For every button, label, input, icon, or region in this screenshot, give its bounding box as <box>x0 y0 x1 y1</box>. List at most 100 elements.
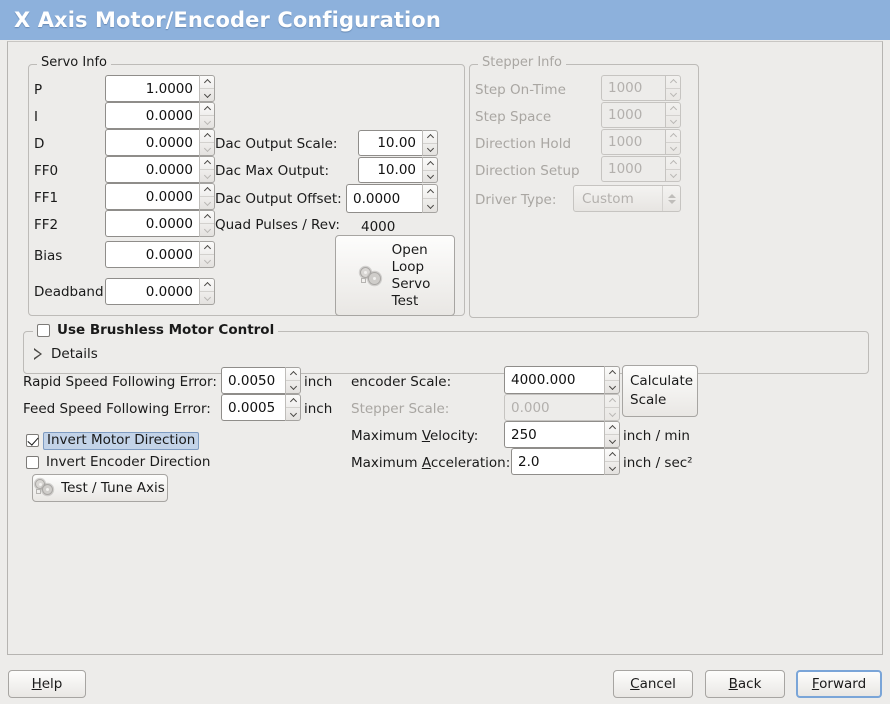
back-button[interactable]: Back <box>705 670 785 698</box>
dac-output-offset-input[interactable]: 0.0000 <box>346 184 422 213</box>
dac-output-scale-spin-buttons[interactable] <box>422 130 438 156</box>
servo-ff1-spin-up[interactable] <box>200 184 214 197</box>
dac-output-offset-spin-down[interactable] <box>423 199 437 212</box>
servo-ff1-spin[interactable]: 0.0000 <box>105 183 215 210</box>
checkbox-box[interactable] <box>26 434 39 448</box>
maximum-acceleration-spin-buttons[interactable] <box>604 448 620 475</box>
maximum-velocity-spin-buttons[interactable] <box>604 421 620 448</box>
maximum-velocity-spin-up[interactable] <box>605 422 619 435</box>
chevron-up-icon <box>609 399 616 403</box>
servo-i-spin-up[interactable] <box>200 103 214 116</box>
rapid-speed-following-error-spin[interactable]: 0.0050 <box>221 367 301 394</box>
servo-deadband-spin-down[interactable] <box>200 292 214 304</box>
servo-ff2-spin[interactable]: 0.0000 <box>105 210 215 237</box>
servo-d-spin-down[interactable] <box>200 143 214 155</box>
maximum-acceleration-spin-up[interactable] <box>605 449 619 462</box>
rapid-unit-label: inch <box>304 374 333 390</box>
maximum-acceleration-input[interactable]: 2.0 <box>511 448 604 475</box>
servo-ff0-input[interactable]: 0.0000 <box>105 156 199 183</box>
details-expander[interactable]: Details <box>34 346 98 362</box>
maximum-velocity-spin-down[interactable] <box>605 435 619 447</box>
rapid-speed-following-error-input[interactable]: 0.0050 <box>221 367 285 394</box>
rapid-spin-up[interactable] <box>286 368 300 381</box>
maximum-velocity-spin[interactable]: 250 <box>504 421 620 448</box>
encoder-scale-input[interactable]: 4000.000 <box>504 366 604 394</box>
cancel-button[interactable]: Cancel <box>613 670 693 698</box>
servo-ff2-input[interactable]: 0.0000 <box>105 210 199 237</box>
servo-ff0-spin-buttons[interactable] <box>199 156 215 183</box>
invert-motor-direction-checkbox[interactable]: Invert Motor Direction <box>26 432 200 450</box>
feed-spin-down[interactable] <box>286 408 300 420</box>
servo-info-legend: Servo Info <box>37 56 111 70</box>
dac-max-output-spin-up[interactable] <box>423 158 437 171</box>
servo-p-spin-down[interactable] <box>200 89 214 101</box>
servo-d-spin[interactable]: 0.0000 <box>105 129 215 156</box>
maximum-acceleration-spin-down[interactable] <box>605 462 619 474</box>
servo-d-spin-buttons[interactable] <box>199 129 215 156</box>
dac-max-output-spin-down[interactable] <box>423 171 437 183</box>
servo-ff1-spin-buttons[interactable] <box>199 183 215 210</box>
test-tune-axis-button[interactable]: Test / Tune Axis <box>32 474 168 502</box>
servo-p-input[interactable]: 1.0000 <box>105 75 199 102</box>
servo-p-spin-up[interactable] <box>200 76 214 89</box>
dac-max-output-spin[interactable]: 10.00 <box>358 157 438 183</box>
servo-bias-spin[interactable]: 0.0000 <box>105 241 215 268</box>
servo-bias-spin-buttons[interactable] <box>199 241 215 268</box>
feed-spin-buttons[interactable] <box>285 394 301 421</box>
servo-i-input[interactable]: 0.0000 <box>105 102 199 129</box>
maximum-velocity-input[interactable]: 250 <box>504 421 604 448</box>
servo-i-spin[interactable]: 0.0000 <box>105 102 215 129</box>
dac-output-offset-spin-up[interactable] <box>423 185 437 199</box>
chevron-down-icon <box>609 466 616 470</box>
feed-speed-following-error-spin[interactable]: 0.0005 <box>221 394 301 421</box>
servo-d-input[interactable]: 0.0000 <box>105 129 199 156</box>
servo-d-spin-up[interactable] <box>200 130 214 143</box>
servo-ff2-spin-down[interactable] <box>200 224 214 236</box>
help-button[interactable]: Help <box>8 670 86 698</box>
servo-bias-input[interactable]: 0.0000 <box>105 241 199 268</box>
servo-p-spin[interactable]: 1.0000 <box>105 75 215 102</box>
feed-speed-following-error-input[interactable]: 0.0005 <box>221 394 285 421</box>
servo-ff2-spin-buttons[interactable] <box>199 210 215 237</box>
feed-spin-up[interactable] <box>286 395 300 408</box>
rapid-spin-buttons[interactable] <box>285 367 301 394</box>
rapid-spin-down[interactable] <box>286 381 300 393</box>
dac-output-offset-spin[interactable]: 0.0000 <box>346 184 438 213</box>
use-brushless-motor-control-checkbox[interactable]: Use Brushless Motor Control <box>33 323 279 338</box>
forward-button[interactable]: Forward <box>796 670 882 698</box>
servo-deadband-input[interactable]: 0.0000 <box>105 278 199 305</box>
servo-ff2-spin-up[interactable] <box>200 211 214 224</box>
servo-i-spin-buttons[interactable] <box>199 102 215 129</box>
stepper-scale-spin-buttons <box>604 394 620 421</box>
dac-output-scale-spin-down[interactable] <box>423 144 437 156</box>
servo-ff1-spin-down[interactable] <box>200 197 214 209</box>
dac-output-scale-spin-up[interactable] <box>423 131 437 144</box>
servo-p-spin-buttons[interactable] <box>199 75 215 102</box>
encoder-scale-spin-up[interactable] <box>605 367 619 381</box>
invert-encoder-direction-checkbox[interactable]: Invert Encoder Direction <box>26 455 210 470</box>
servo-ff0-spin-up[interactable] <box>200 157 214 170</box>
dac-output-offset-spin-buttons[interactable] <box>422 184 438 213</box>
dac-max-output-input[interactable]: 10.00 <box>358 157 422 183</box>
servo-deadband-spin-buttons[interactable] <box>199 278 215 305</box>
encoder-scale-spin-down[interactable] <box>605 381 619 394</box>
dac-output-scale-input[interactable]: 10.00 <box>358 130 422 156</box>
servo-ff0-spin-down[interactable] <box>200 170 214 182</box>
servo-deadband-spin[interactable]: 0.0000 <box>105 278 215 305</box>
encoder-scale-spin-buttons[interactable] <box>604 366 620 394</box>
servo-bias-spin-up[interactable] <box>200 242 214 255</box>
maximum-acceleration-spin[interactable]: 2.0 <box>511 448 620 475</box>
servo-ff1-input[interactable]: 0.0000 <box>105 183 199 210</box>
servo-i-spin-down[interactable] <box>200 116 214 128</box>
encoder-scale-spin[interactable]: 4000.000 <box>504 366 620 394</box>
servo-ff0-spin[interactable]: 0.0000 <box>105 156 215 183</box>
checkbox-box[interactable] <box>37 324 50 338</box>
servo-deadband-spin-up[interactable] <box>200 279 214 292</box>
checkbox-box[interactable] <box>26 456 39 470</box>
dac-output-scale-spin[interactable]: 10.00 <box>358 130 438 156</box>
dac-max-output-spin-buttons[interactable] <box>422 157 438 183</box>
servo-bias-spin-down[interactable] <box>200 255 214 267</box>
